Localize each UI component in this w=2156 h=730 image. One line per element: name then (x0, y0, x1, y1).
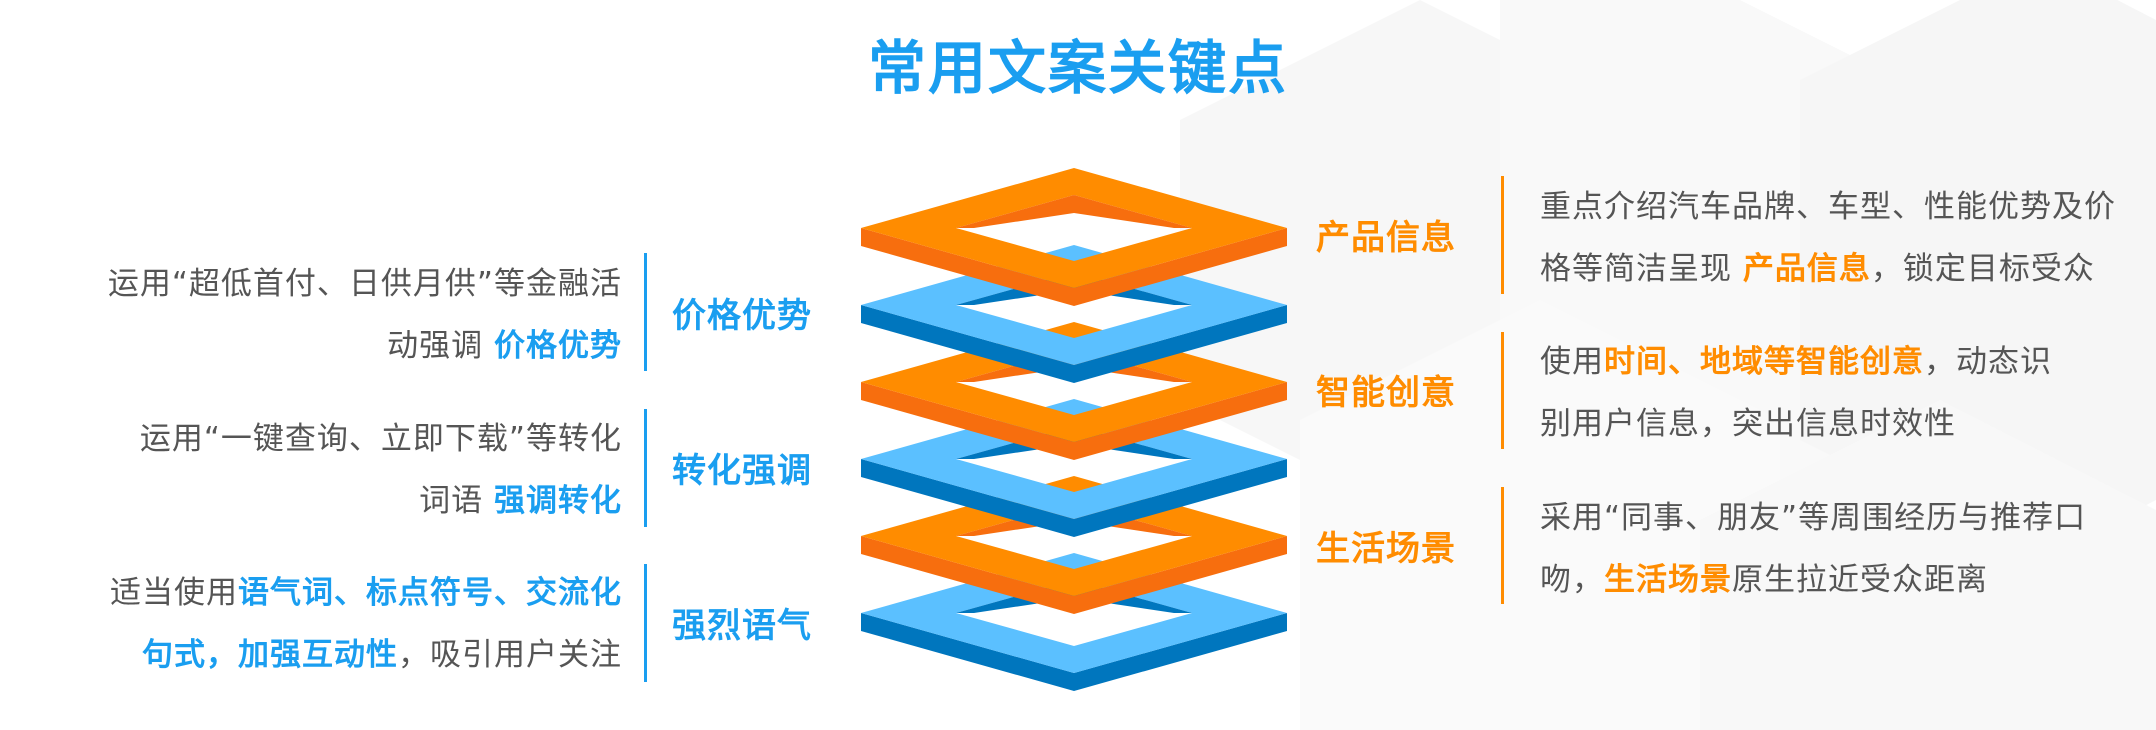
description-line: 吻，生活场景原生拉近受众距离 (1540, 549, 2086, 611)
description-line: 运用“一键查询、立即下载”等转化 (139, 421, 622, 457)
description-line: 动强调 价格优势 (108, 315, 622, 377)
right-description: 采用“同事、朋友”等周围经历与推荐口 吻，生活场景原生拉近受众距离 (1540, 487, 2086, 611)
highlight-text: 生活场景 (1604, 562, 1732, 598)
label-strong-tone: 强烈语气 (672, 606, 812, 646)
description-line: 运用“超低首付、日供月供”等金融活 (107, 266, 622, 302)
divider-line (1501, 487, 1504, 604)
left-description: 运用“超低首付、日供月供”等金融活 动强调 价格优势 (108, 253, 622, 377)
plain-text: ，动态识 (1924, 344, 2052, 380)
description-line: 重点介绍汽车品牌、车型、性能优势及价 (1540, 189, 2116, 225)
description-line: 句式，加强互动性，吸引用户关注 (110, 624, 622, 686)
right-description: 使用时间、地域等智能创意，动态识 别用户信息，突出信息时效性 (1540, 331, 2052, 455)
description-line: 采用“同事、朋友”等周围经历与推荐口 (1540, 500, 2087, 536)
description-line: 词语 强调转化 (140, 470, 622, 532)
plain-text: 格等简洁呈现 (1540, 251, 1743, 287)
plain-text: 动强调 (387, 328, 494, 364)
label-product-info: 产品信息 (1316, 218, 1456, 258)
divider-line (644, 564, 647, 682)
highlight-text: 句式，加强互动性 (142, 637, 398, 673)
label-conversion-emphasis: 转化强调 (672, 451, 812, 491)
right-description: 重点介绍汽车品牌、车型、性能优势及价 格等简洁呈现 产品信息，锁定目标受众 (1540, 176, 2116, 300)
divider-line (1501, 332, 1504, 449)
label-life-scene: 生活场景 (1316, 529, 1456, 569)
highlight-text: 时间、地域等智能创意 (1604, 344, 1924, 380)
plain-text: ，吸引用户关注 (398, 637, 622, 673)
highlight-text: 价格优势 (494, 328, 622, 364)
highlight-text: 产品信息 (1742, 251, 1871, 287)
label-price-advantage: 价格优势 (672, 296, 812, 336)
divider-line (644, 253, 647, 371)
description-line: 适当使用语气词、标点符号、交流化 (110, 562, 622, 624)
description-line: 使用时间、地域等智能创意，动态识 (1540, 331, 2052, 393)
plain-text: 原生拉近受众距离 (1732, 562, 1988, 598)
plain-text: ，锁定目标受众 (1870, 251, 2095, 287)
highlight-text: 语气词、标点符号、交流化 (238, 575, 622, 611)
frame-layer-1-orange (861, 168, 1287, 306)
plain-text: 词语 (419, 483, 494, 519)
plain-text: 使用 (1540, 344, 1604, 380)
divider-line (1501, 176, 1504, 294)
left-description: 运用“一键查询、立即下载”等转化 词语 强调转化 (140, 408, 622, 532)
left-description: 适当使用语气词、标点符号、交流化 句式，加强互动性，吸引用户关注 (110, 562, 622, 686)
page-title: 常用文案关键点 (867, 34, 1288, 102)
plain-text: 吻， (1540, 562, 1604, 598)
plain-text: 适当使用 (110, 575, 238, 611)
highlight-text: 强调转化 (494, 483, 622, 519)
description-line: 别用户信息，突出信息时效性 (1540, 406, 1956, 442)
divider-line (644, 409, 647, 527)
description-line: 格等简洁呈现 产品信息，锁定目标受众 (1540, 238, 2116, 300)
label-smart-creative: 智能创意 (1316, 373, 1456, 413)
